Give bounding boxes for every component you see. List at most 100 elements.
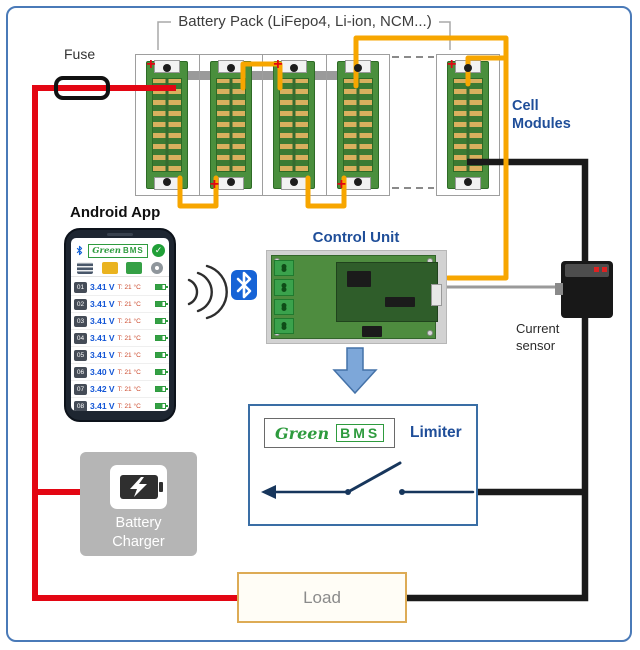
current-direction-arrow (261, 485, 276, 499)
cell-voltage: 3.41 V (90, 316, 115, 326)
ic-chip (385, 297, 415, 307)
limiter-label: Limiter (410, 424, 462, 441)
load-box: Load (237, 572, 407, 623)
cell-modules-label: Cell Modules (512, 98, 571, 133)
cell-battery-icon (155, 403, 168, 409)
battery-pack-box-ext: + (436, 54, 500, 196)
cell-number: 02 (74, 298, 87, 310)
cell-temperature: T: 21 °C (117, 351, 141, 359)
board-connector (431, 284, 442, 306)
module-terminal-top (455, 60, 481, 73)
cell-temperature: T: 21 °C (117, 283, 141, 291)
module-capacitors (453, 78, 483, 172)
fuse (54, 76, 110, 100)
bluetooth-status-icon (76, 245, 83, 256)
module-terminal-bottom (344, 177, 371, 190)
cell-battery-icon (155, 301, 168, 307)
cell-number: 05 (74, 349, 87, 361)
cell-battery-icon (155, 386, 168, 392)
sensor-connector (555, 283, 563, 295)
pack-cell: + (200, 55, 263, 195)
android-app-label: Android App (70, 204, 161, 221)
cell-number: 03 (74, 315, 87, 327)
cell-battery-icon (155, 318, 168, 324)
green-bms-logo: Green BMS (264, 418, 396, 448)
control-unit-pcb (271, 255, 442, 339)
fuse-label: Fuse (62, 46, 98, 62)
cell-temperature: T: 21 °C (117, 385, 141, 393)
battery-pack-title: Battery Pack (LiFepo4, Li-ion, NCM...) (145, 13, 465, 30)
ic-chip (347, 271, 371, 287)
cell-number: 07 (74, 383, 87, 395)
module-terminal-top (217, 60, 244, 73)
bluetooth-glyph (236, 271, 252, 299)
cell-number: 01 (74, 281, 87, 293)
control-unit-board (266, 250, 447, 344)
bus-bar (309, 71, 347, 80)
module-terminal-bottom (281, 177, 308, 190)
cell-temperature: T: 21 °C (117, 300, 141, 308)
polarity-plus-mark: + (447, 56, 457, 73)
summary-tab-icon[interactable] (77, 262, 93, 274)
polarity-plus-mark: + (146, 56, 156, 73)
charger-battery-icon (110, 465, 167, 509)
phone-tab-bar (71, 260, 169, 277)
cell-voltage: 3.40 V (90, 367, 115, 377)
cell-number: 06 (74, 366, 87, 378)
pack-cell: + (327, 55, 390, 195)
daughter-board (336, 262, 438, 322)
cell-battery-icon (155, 335, 168, 341)
polarity-plus-mark: + (336, 176, 347, 193)
cell-battery-icon (155, 352, 168, 358)
limiter-box: Green BMS Limiter (248, 404, 478, 526)
bluetooth-icon (231, 270, 257, 300)
battery-charger: Battery Charger (80, 452, 197, 556)
cell-voltage: 3.41 V (90, 350, 115, 360)
bus-bar (181, 71, 219, 80)
cell-voltage: 3.42 V (90, 384, 115, 394)
battery-pack-box-main: + + + + (135, 54, 390, 196)
terminal-blocks (274, 260, 294, 334)
module-capacitors (279, 78, 310, 172)
cell-module-pcb: + (146, 57, 189, 190)
cell-temperature: T: 21 °C (117, 368, 141, 376)
battery-tab-icon[interactable] (126, 262, 143, 274)
module-terminal-top (344, 60, 371, 73)
pack-cell: + (136, 55, 200, 195)
status-ok-icon: ✓ (151, 244, 165, 257)
module-capacitors (152, 78, 183, 172)
lightning-icon (129, 477, 147, 497)
cell-module-pcb: + (209, 60, 252, 193)
cell-battery-icon (155, 284, 168, 290)
module-terminal-top (281, 60, 308, 73)
battery-charger-label: Battery Charger (112, 515, 165, 550)
pack-cell: + (263, 55, 327, 195)
cell-temperature: T: 21 °C (117, 334, 141, 342)
polarity-plus-mark: + (273, 56, 283, 73)
cell-battery-icon (155, 369, 168, 375)
cell-number: 08 (74, 400, 87, 411)
ic-chip (362, 326, 382, 337)
limiter-switch (261, 461, 475, 499)
cell-temperature: T: 21 °C (117, 317, 141, 325)
settings-gear-icon[interactable] (150, 262, 163, 274)
module-terminal-top (154, 60, 181, 73)
cells-tab-icon[interactable] (101, 262, 118, 274)
module-capacitors (342, 78, 373, 172)
current-sensor (555, 261, 613, 318)
cell-voltage: 3.41 V (90, 299, 115, 309)
control-unit-label: Control Unit (312, 229, 400, 246)
